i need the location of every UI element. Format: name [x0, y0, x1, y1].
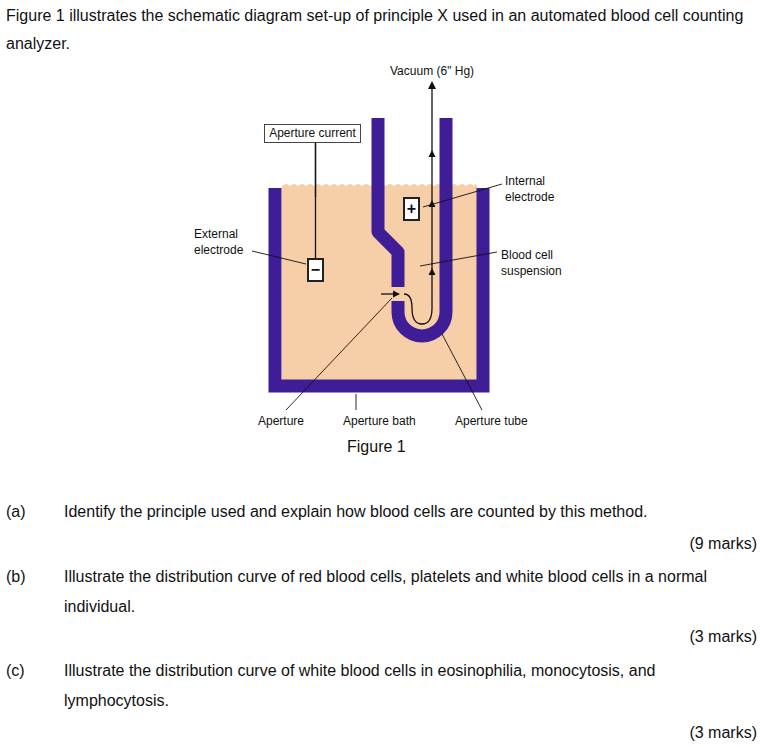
marks-text: (9 marks)	[557, 530, 757, 558]
internal-electrode-terminal: +	[403, 197, 420, 221]
question-number: (c)	[6, 656, 46, 686]
part-label: Aperture	[258, 413, 328, 429]
leader-line	[423, 184, 502, 207]
leader-line	[420, 252, 497, 266]
figure-caption: Figure 1	[347, 437, 437, 457]
part-label: Blood cell suspension	[501, 247, 581, 279]
part-label: Internal electrode	[505, 173, 569, 205]
part-label: Aperture bath	[343, 413, 433, 429]
intro-text: Figure 1 illustrates the schematic diagr…	[6, 2, 758, 58]
question-text: Illustrate the distribution curve of whi…	[64, 656, 758, 716]
question-text: Identify the principle used and explain …	[64, 498, 758, 526]
leader-lines	[252, 184, 502, 410]
leader-line	[252, 251, 306, 264]
arrow-head	[429, 268, 436, 275]
arrow-head	[429, 150, 436, 157]
arrow-head	[428, 81, 436, 89]
node-text: Aperture current	[269, 126, 356, 140]
flow-path	[404, 86, 432, 324]
arrow-head	[393, 291, 400, 298]
external-electrode-terminal: −	[307, 258, 324, 282]
node-text: −	[311, 260, 320, 279]
question-number: (a)	[6, 498, 46, 526]
marks-text: (3 marks)	[557, 719, 757, 747]
question-number: (b)	[6, 562, 46, 592]
leader-line	[356, 394, 357, 410]
part-label: Aperture tube	[455, 413, 545, 429]
node-text: +	[407, 199, 416, 218]
circuit-wire	[315, 143, 316, 258]
question-text: Illustrate the distribution curve of red…	[64, 562, 758, 622]
part-label: External electrode	[194, 226, 258, 258]
marks-text: (3 marks)	[557, 623, 757, 651]
current-source-box: Aperture current	[264, 124, 361, 143]
leader-line	[442, 334, 482, 410]
leader-line	[286, 298, 392, 410]
part-label: Vacuum (6" Hg)	[390, 64, 490, 79]
